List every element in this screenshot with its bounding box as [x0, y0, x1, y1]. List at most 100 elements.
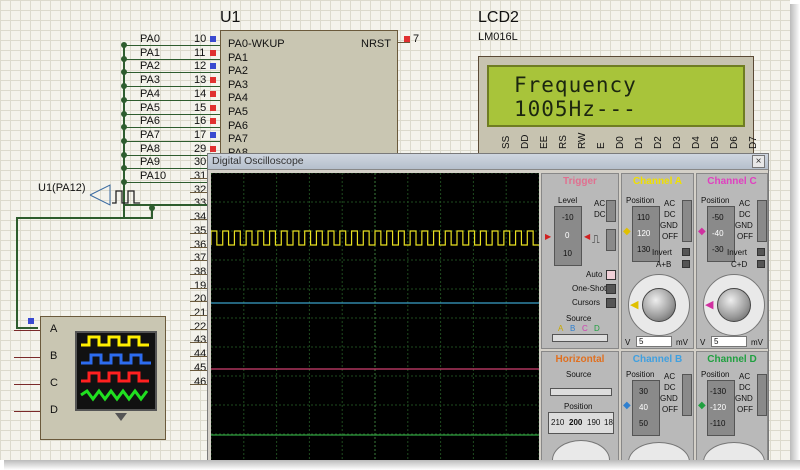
net-label: PA9 [140, 156, 160, 169]
channel-d-coupling-switch[interactable] [757, 374, 767, 416]
pin-marker [210, 118, 216, 125]
net-label: PA7 [140, 128, 160, 141]
channel-c-dial-pointer-icon: ◀ [705, 299, 714, 311]
pin-number: 10 [194, 33, 207, 45]
channel-a-trace [210, 230, 539, 246]
pin-number: 35 [194, 224, 207, 237]
channel-c-position-slider[interactable]: -50 -40 -30 [707, 206, 735, 262]
lcd-pin-label: D2 [653, 136, 664, 149]
pin-number: 15 [194, 101, 207, 114]
trigger-level-slider[interactable]: -10 0 10 [554, 206, 582, 266]
edge-icon: ⎍ [592, 234, 600, 246]
channel-c-invert-button[interactable] [757, 248, 765, 256]
net-label: PA10 [140, 170, 167, 182]
lcd-line1: Frequency [514, 73, 637, 97]
pin-number: 31 [194, 170, 207, 182]
pin-number: 33 [194, 197, 207, 210]
trigger-coupling-switch[interactable] [606, 200, 616, 222]
lcd-ref: LCD2 [478, 9, 519, 26]
one-shot-button[interactable] [606, 284, 616, 294]
channel-a-title: Channel A [632, 176, 683, 187]
auto-button[interactable] [606, 270, 616, 280]
lcd-pin-label: D3 [672, 136, 683, 149]
net-label: PA3 [140, 74, 160, 87]
horizontal-panel: Horizontal Source Position 210 200 190 1… [541, 351, 619, 460]
arrow-left-icon: ◀ [584, 232, 591, 241]
trigger-level-label: Level [558, 196, 578, 205]
lcd-pin-label: D4 [691, 136, 702, 149]
pin-number: 20 [194, 293, 207, 306]
close-button[interactable]: × [752, 155, 765, 168]
cursors-button[interactable] [606, 298, 616, 308]
pin-marker [210, 145, 216, 152]
pin-number: 29 [194, 142, 207, 155]
horizontal-source-slider[interactable] [550, 388, 612, 396]
channel-c-panel: Channel C Position -50 -40 -30 ◆ AC DC G… [696, 173, 768, 349]
channel-c-title: Channel C [707, 176, 757, 187]
pin-marker [210, 90, 216, 97]
lcd-pin-label: RW [577, 132, 588, 149]
net-label: PA5 [140, 101, 160, 114]
nrst-pin-marker [404, 36, 410, 42]
chip-pin-label: PA0-WKUP [228, 38, 285, 50]
channel-a-panel: Channel A Position 110 120 130 ◆ AC DC G… [621, 173, 694, 349]
channel-c-coupling-switch[interactable] [757, 200, 767, 242]
lcd-pin-label: D1 [634, 136, 645, 149]
channel-d-arrow-icon: ◆ [698, 400, 706, 411]
net-label: PA0 [140, 33, 160, 45]
channel-a-coupling-switch[interactable] [682, 200, 692, 242]
channel-b-coupling-switch[interactable] [682, 374, 692, 416]
channel-d-volts-dial[interactable] [703, 442, 765, 460]
chip-pin-label: PA7 [228, 133, 248, 146]
pin-number: 45 [194, 361, 207, 374]
scope-channel-label: B [50, 350, 58, 362]
pin-number: 16 [194, 115, 207, 128]
horizontal-position-slider[interactable]: 210 200 190 18 [548, 412, 614, 434]
pin-number: 14 [194, 87, 207, 100]
scope-channel-label: A [50, 323, 58, 335]
chip-pin-label: PA3 [228, 78, 248, 91]
nrst-pin-number: 7 [413, 33, 420, 45]
trigger-edge-switch[interactable] [606, 229, 616, 251]
channel-d-position-slider[interactable]: -130 -120 -110 [707, 380, 735, 436]
oscilloscope-symbol[interactable] [40, 316, 166, 440]
channel-c-volts-knob[interactable] [717, 288, 751, 322]
mcu-chip[interactable] [220, 30, 398, 175]
horizontal-time-dial[interactable] [552, 440, 610, 460]
chip-pin-label: PA6 [228, 119, 248, 132]
channel-c-mix-button[interactable] [757, 260, 765, 268]
clock-source-icon[interactable] [88, 183, 150, 211]
pin-number: 34 [194, 211, 207, 224]
net-label: PA2 [140, 60, 160, 73]
nrst-label: NRST [361, 38, 391, 50]
window-titlebar[interactable]: Digital Oscilloscope × [208, 154, 768, 170]
arrow-right-icon: ▶ [545, 232, 552, 241]
channel-a-invert-button[interactable] [682, 248, 690, 256]
channel-d-title: Channel D [707, 354, 757, 365]
oscilloscope-window[interactable]: Digital Oscilloscope × Trigger Level -10… [207, 153, 769, 460]
scope-symbol-screen [75, 331, 157, 411]
trigger-source-slider[interactable] [552, 334, 608, 342]
channel-a-mix-button[interactable] [682, 260, 690, 268]
channel-b-position-slider[interactable]: 30 40 50 [632, 380, 660, 436]
pin-number: 11 [194, 46, 206, 59]
chip-ref: U1 [220, 9, 241, 26]
channel-b-panel: Channel B Position 30 40 50 ◆ AC DC GND … [621, 351, 694, 460]
channel-a-volts-knob[interactable] [642, 288, 676, 322]
pin-marker [210, 63, 216, 70]
channel-c-arrow-icon: ◆ [698, 226, 706, 237]
pin-number: 13 [194, 74, 207, 87]
lcd-pin-label: RS [558, 135, 569, 149]
channel-d-panel: Channel D Position -130 -120 -110 ◆ AC D… [696, 351, 768, 460]
channel-a-arrow-icon: ◆ [623, 226, 631, 237]
channel-b-volts-dial[interactable] [628, 442, 690, 460]
scope-channel-label: D [50, 404, 58, 416]
scope-display[interactable] [210, 172, 540, 460]
pin-number: 44 [194, 348, 207, 361]
schematic-canvas[interactable]: U1 PA0-WKUPPA1PA2PA3PA4PA5PA6PA7PA8 NRST… [0, 0, 790, 460]
lcd-pin-label: D5 [710, 136, 721, 149]
channel-a-position-slider[interactable]: 110 120 130 [632, 206, 660, 262]
signal-label: U1(PA12) [38, 182, 86, 194]
